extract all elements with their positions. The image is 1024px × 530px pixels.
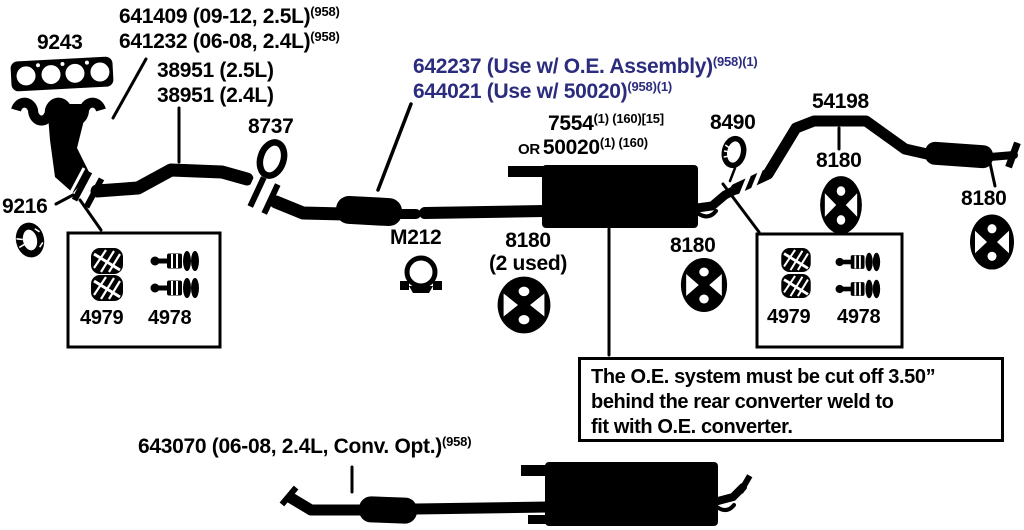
leader-lines — [54, 57, 997, 494]
note-line: behind the rear converter weld to — [591, 391, 894, 413]
quantity-note: (2 used) — [488, 252, 568, 275]
part-number-text: 642237 (Use w/ O.E. Assembly) — [413, 55, 713, 78]
leader-641409 — [111, 57, 148, 120]
part-label-9243: 9243 — [37, 31, 83, 54]
part-label-8490: 8490 — [710, 111, 756, 134]
u-clamp-icon — [400, 258, 442, 293]
footnote-sup: (1) (160) — [599, 135, 648, 150]
nut-icon — [89, 273, 125, 303]
clamp-8490-icon — [721, 135, 747, 169]
part-number-text: 7554 — [548, 112, 594, 135]
oe-system-note-box: The O.E. system must be cut off 3.50” be… — [578, 357, 1004, 442]
part-label-642237: 642237 (Use w/ O.E. Assembly)(958)(1) — [413, 54, 758, 80]
part-label-38951-25: 38951 (2.5L) — [157, 59, 274, 82]
part-label-7554: 7554(1) (160)[15] — [548, 111, 665, 137]
part-label-8180-top: 8180 — [816, 149, 862, 172]
manifold-gasket-art — [10, 56, 114, 92]
part-label-8180-right: 8180 — [961, 187, 1007, 210]
hanger-icon — [680, 258, 728, 312]
part-label-8180-mid: 8180 — [670, 234, 716, 257]
part-number-text: 50020 — [542, 136, 600, 159]
leader-642237 — [376, 102, 413, 192]
part-label-38951-24: 38951 (2.4L) — [157, 84, 274, 107]
tailpipe-art — [730, 115, 1021, 199]
nut-icon — [89, 246, 125, 276]
ring-gasket-8737-icon — [256, 139, 288, 179]
leader-8490 — [728, 166, 737, 183]
footnote-sup: (958)(1) — [712, 54, 758, 69]
leader-8180-right — [988, 161, 997, 188]
or-prefix: OR — [518, 141, 540, 158]
part-label-4978-right: 4978 — [837, 306, 881, 328]
note-line: fit with O.E. converter. — [591, 416, 793, 438]
part-number-text: 8180 — [505, 229, 551, 252]
part-number-text: 643070 (06-08, 2.4L, Conv. Opt.) — [138, 435, 442, 458]
hanger-icon — [497, 276, 551, 334]
leader-hardware-left — [78, 198, 103, 232]
part-label-54198: 54198 — [812, 90, 869, 113]
hardware-box-right — [755, 232, 904, 349]
hanger-icon — [970, 214, 1014, 270]
footnote-sup: (958) — [310, 4, 340, 19]
mid-pipe-art — [269, 195, 351, 221]
part-number-text: 641232 (06-08, 2.4L) — [119, 30, 311, 53]
nut-icon — [779, 272, 813, 300]
part-label-4978-left: 4978 — [148, 307, 192, 329]
part-label-644021: 644021 (Use w/ 50020)(958)(1) — [413, 79, 672, 105]
leader-hardware-right — [721, 182, 761, 234]
ring-gasket-9216-icon — [15, 222, 45, 258]
note-line: The O.E. system must be cut off 3.50” — [591, 366, 936, 388]
hanger-icon — [820, 176, 862, 234]
footnote-sup: (958) — [310, 29, 340, 44]
part-label-641232: 641232 (06-08, 2.4L)(958) — [119, 29, 340, 55]
part-label-4979-right: 4979 — [767, 306, 811, 328]
footnote-sup: (1) (160)[15] — [593, 111, 665, 126]
part-number-text: 641409 (09-12, 2.5L) — [119, 5, 311, 28]
part-label-8180-double: 8180 (2 used) — [466, 229, 590, 275]
optional-system-art — [279, 462, 753, 526]
front-flex-joint-art — [242, 171, 281, 215]
part-label-8737: 8737 — [248, 115, 294, 138]
footnote-sup: (958) — [441, 434, 472, 449]
leader-9216 — [54, 193, 75, 206]
part-number-text: 644021 (Use w/ 50020) — [413, 80, 628, 103]
front-pipe-art — [90, 163, 254, 198]
part-label-9216: 9216 — [2, 195, 48, 218]
part-label-643070: 643070 (06-08, 2.4L, Conv. Opt.)(958) — [138, 434, 472, 460]
part-label-4979-left: 4979 — [80, 307, 124, 329]
nut-icon — [779, 246, 813, 274]
footnote-sup: (958)(1) — [627, 79, 672, 94]
front-converter-art — [335, 195, 421, 227]
muffler-art — [508, 165, 742, 228]
part-label-m212: M212 — [390, 226, 442, 249]
part-label-641409: 641409 (09-12, 2.5L)(958) — [119, 4, 340, 30]
intermediate-pipe-art — [419, 205, 550, 219]
